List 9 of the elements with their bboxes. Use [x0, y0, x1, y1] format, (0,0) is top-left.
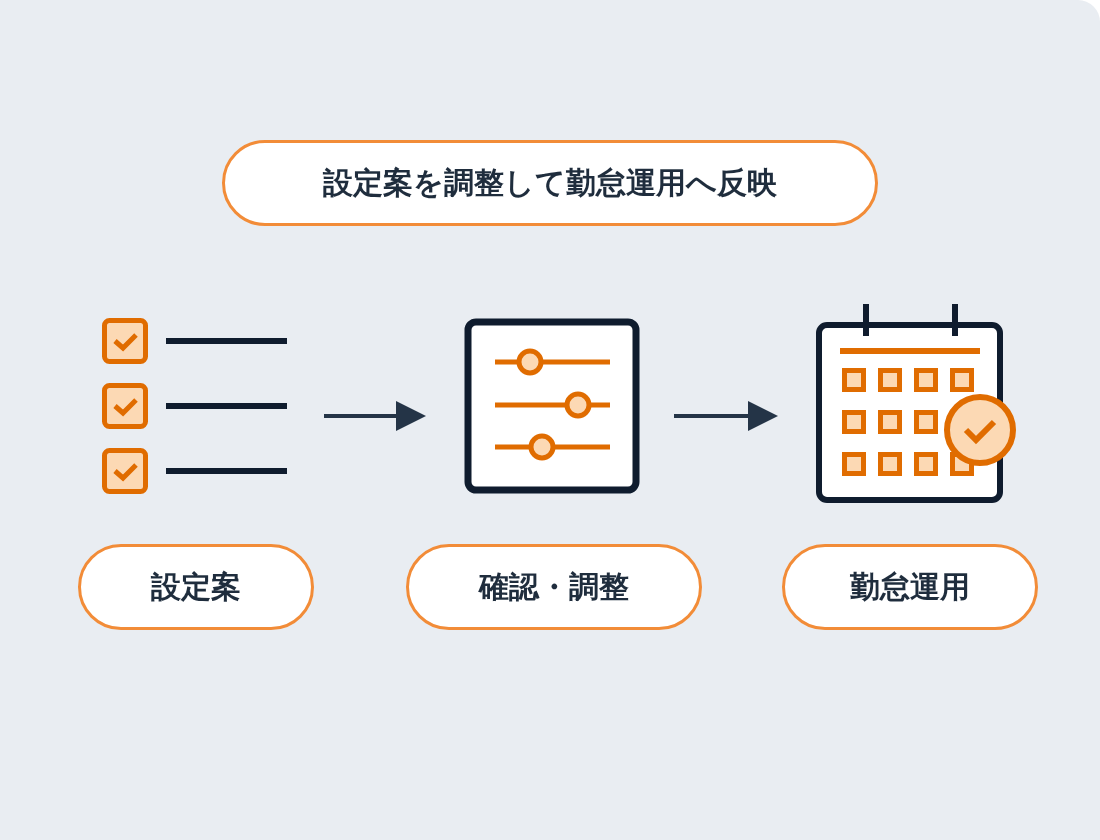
step-label-pill: 設定案	[78, 544, 314, 630]
arrow	[674, 401, 778, 431]
calendar-icon	[816, 304, 1016, 503]
checklist-icon	[102, 318, 287, 494]
step-label-pill: 勤怠運用	[782, 544, 1038, 630]
sliders-icon	[464, 318, 640, 494]
arrow	[324, 401, 426, 431]
title-pill: 設定案を調整して勤怠運用へ反映	[222, 140, 878, 226]
step-label-pill: 確認・調整	[406, 544, 702, 630]
